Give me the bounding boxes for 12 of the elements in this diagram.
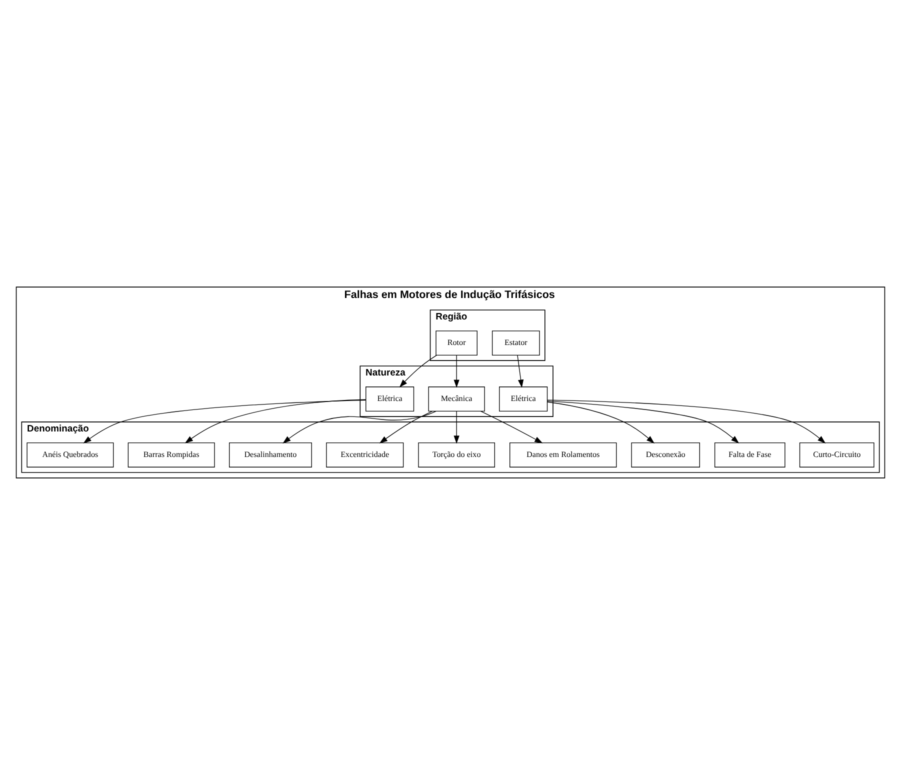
- arrow: [547, 400, 740, 444]
- arrow: [83, 400, 366, 444]
- arrow: [379, 410, 433, 444]
- arrow: [517, 354, 524, 388]
- arrow: [454, 410, 460, 444]
- arrow: [454, 354, 460, 388]
- arrow: [282, 410, 436, 444]
- arrow: [547, 402, 655, 444]
- arrow: [184, 399, 366, 444]
- arrow: [399, 354, 438, 388]
- arrow: [547, 400, 826, 444]
- arrow: [480, 410, 543, 444]
